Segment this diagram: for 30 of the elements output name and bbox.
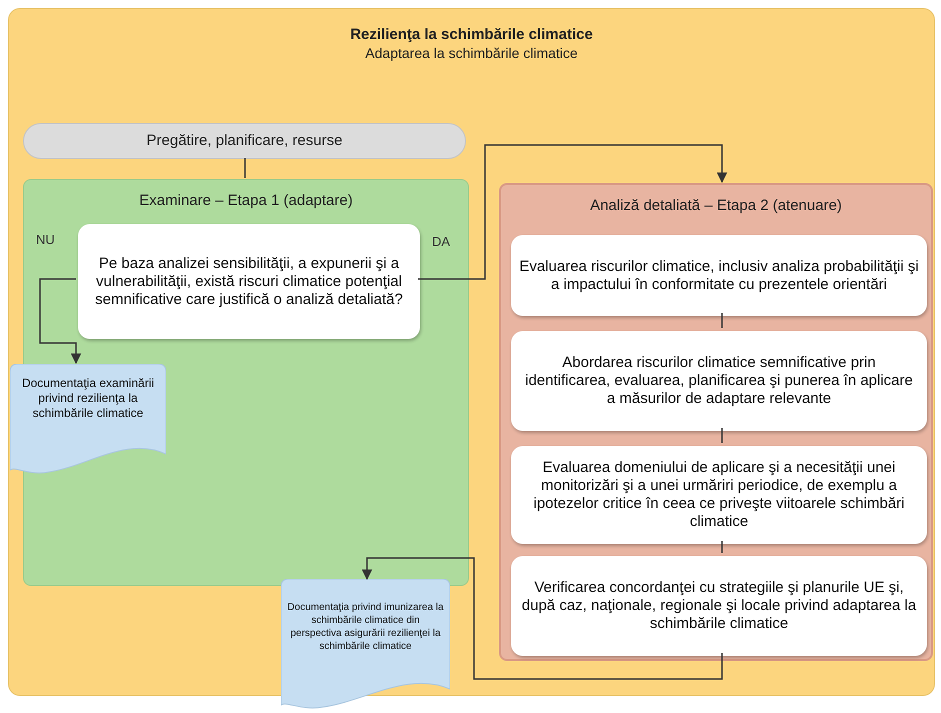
panel-title: Rezilienţa la schimbările climatice: [350, 25, 593, 44]
process-box: [511, 331, 927, 431]
connector-line: [721, 428, 723, 443]
box-text: Verificarea concordanţei cu strategiile şi planurile UE şi, după caz, naţionale, regionale şi locale privind adaptarea la schimbările climatice: [520, 579, 918, 633]
decision-box: [78, 224, 420, 339]
document-shape: [10, 364, 166, 476]
arrow: [39, 278, 82, 364]
box-text: Evaluarea riscurilor climatice, inclusiv analiza probabilităţii şi a impactului în conformitate cu prezentele orientări: [519, 258, 919, 294]
box-text: Pe baza analizei sensibilităţii, a expunerii şi a vulnerabilităţii, există riscuri climatice potenţial semnificative care justifică o analiză detaliată?: [94, 254, 404, 308]
process-box: [511, 446, 927, 544]
connector-line: [244, 158, 246, 178]
process-box: [511, 235, 927, 316]
panel-heading: Examinare – Etapa 1 (adaptare): [139, 191, 353, 211]
container-panel: [8, 8, 935, 696]
stage-panel: [23, 179, 469, 586]
arrow: [418, 144, 728, 280]
stage-label: Pregătire, planificare, resurse: [146, 130, 342, 151]
process-box: [511, 556, 927, 656]
document-text: Documentaţia privind imunizarea la schimbările climatice din perspectiva asigurării rezilienţei la schimbările climatice: [286, 601, 445, 653]
box-text: Evaluarea domeniului de aplicare şi a necesităţii unei monitorizări şi a unei urmăriri periodice, de exemplu a ipotezelor critice în ceea ce priveşte viitoarele schimbări climatice: [532, 459, 906, 531]
box-text: Abordarea riscurilor climatice semnificative prin identificarea, evaluarea, planificarea şi punerea în aplicare a măsurilor de adaptare relevante: [524, 354, 914, 408]
stage-box: [23, 123, 466, 159]
panel-subtitle: Adaptarea la schimbările climatice: [365, 44, 578, 62]
document-shape: [281, 579, 450, 711]
document-text: Documentaţia examinării privind rezilienţa la schimbările climatice: [20, 376, 156, 421]
connector-line: [721, 541, 723, 553]
panel-heading: Analiză detaliată – Etapa 2 (atenuare): [590, 196, 842, 216]
connector-line: [721, 313, 723, 328]
arrow: [362, 557, 723, 680]
stage-panel: [499, 183, 933, 661]
